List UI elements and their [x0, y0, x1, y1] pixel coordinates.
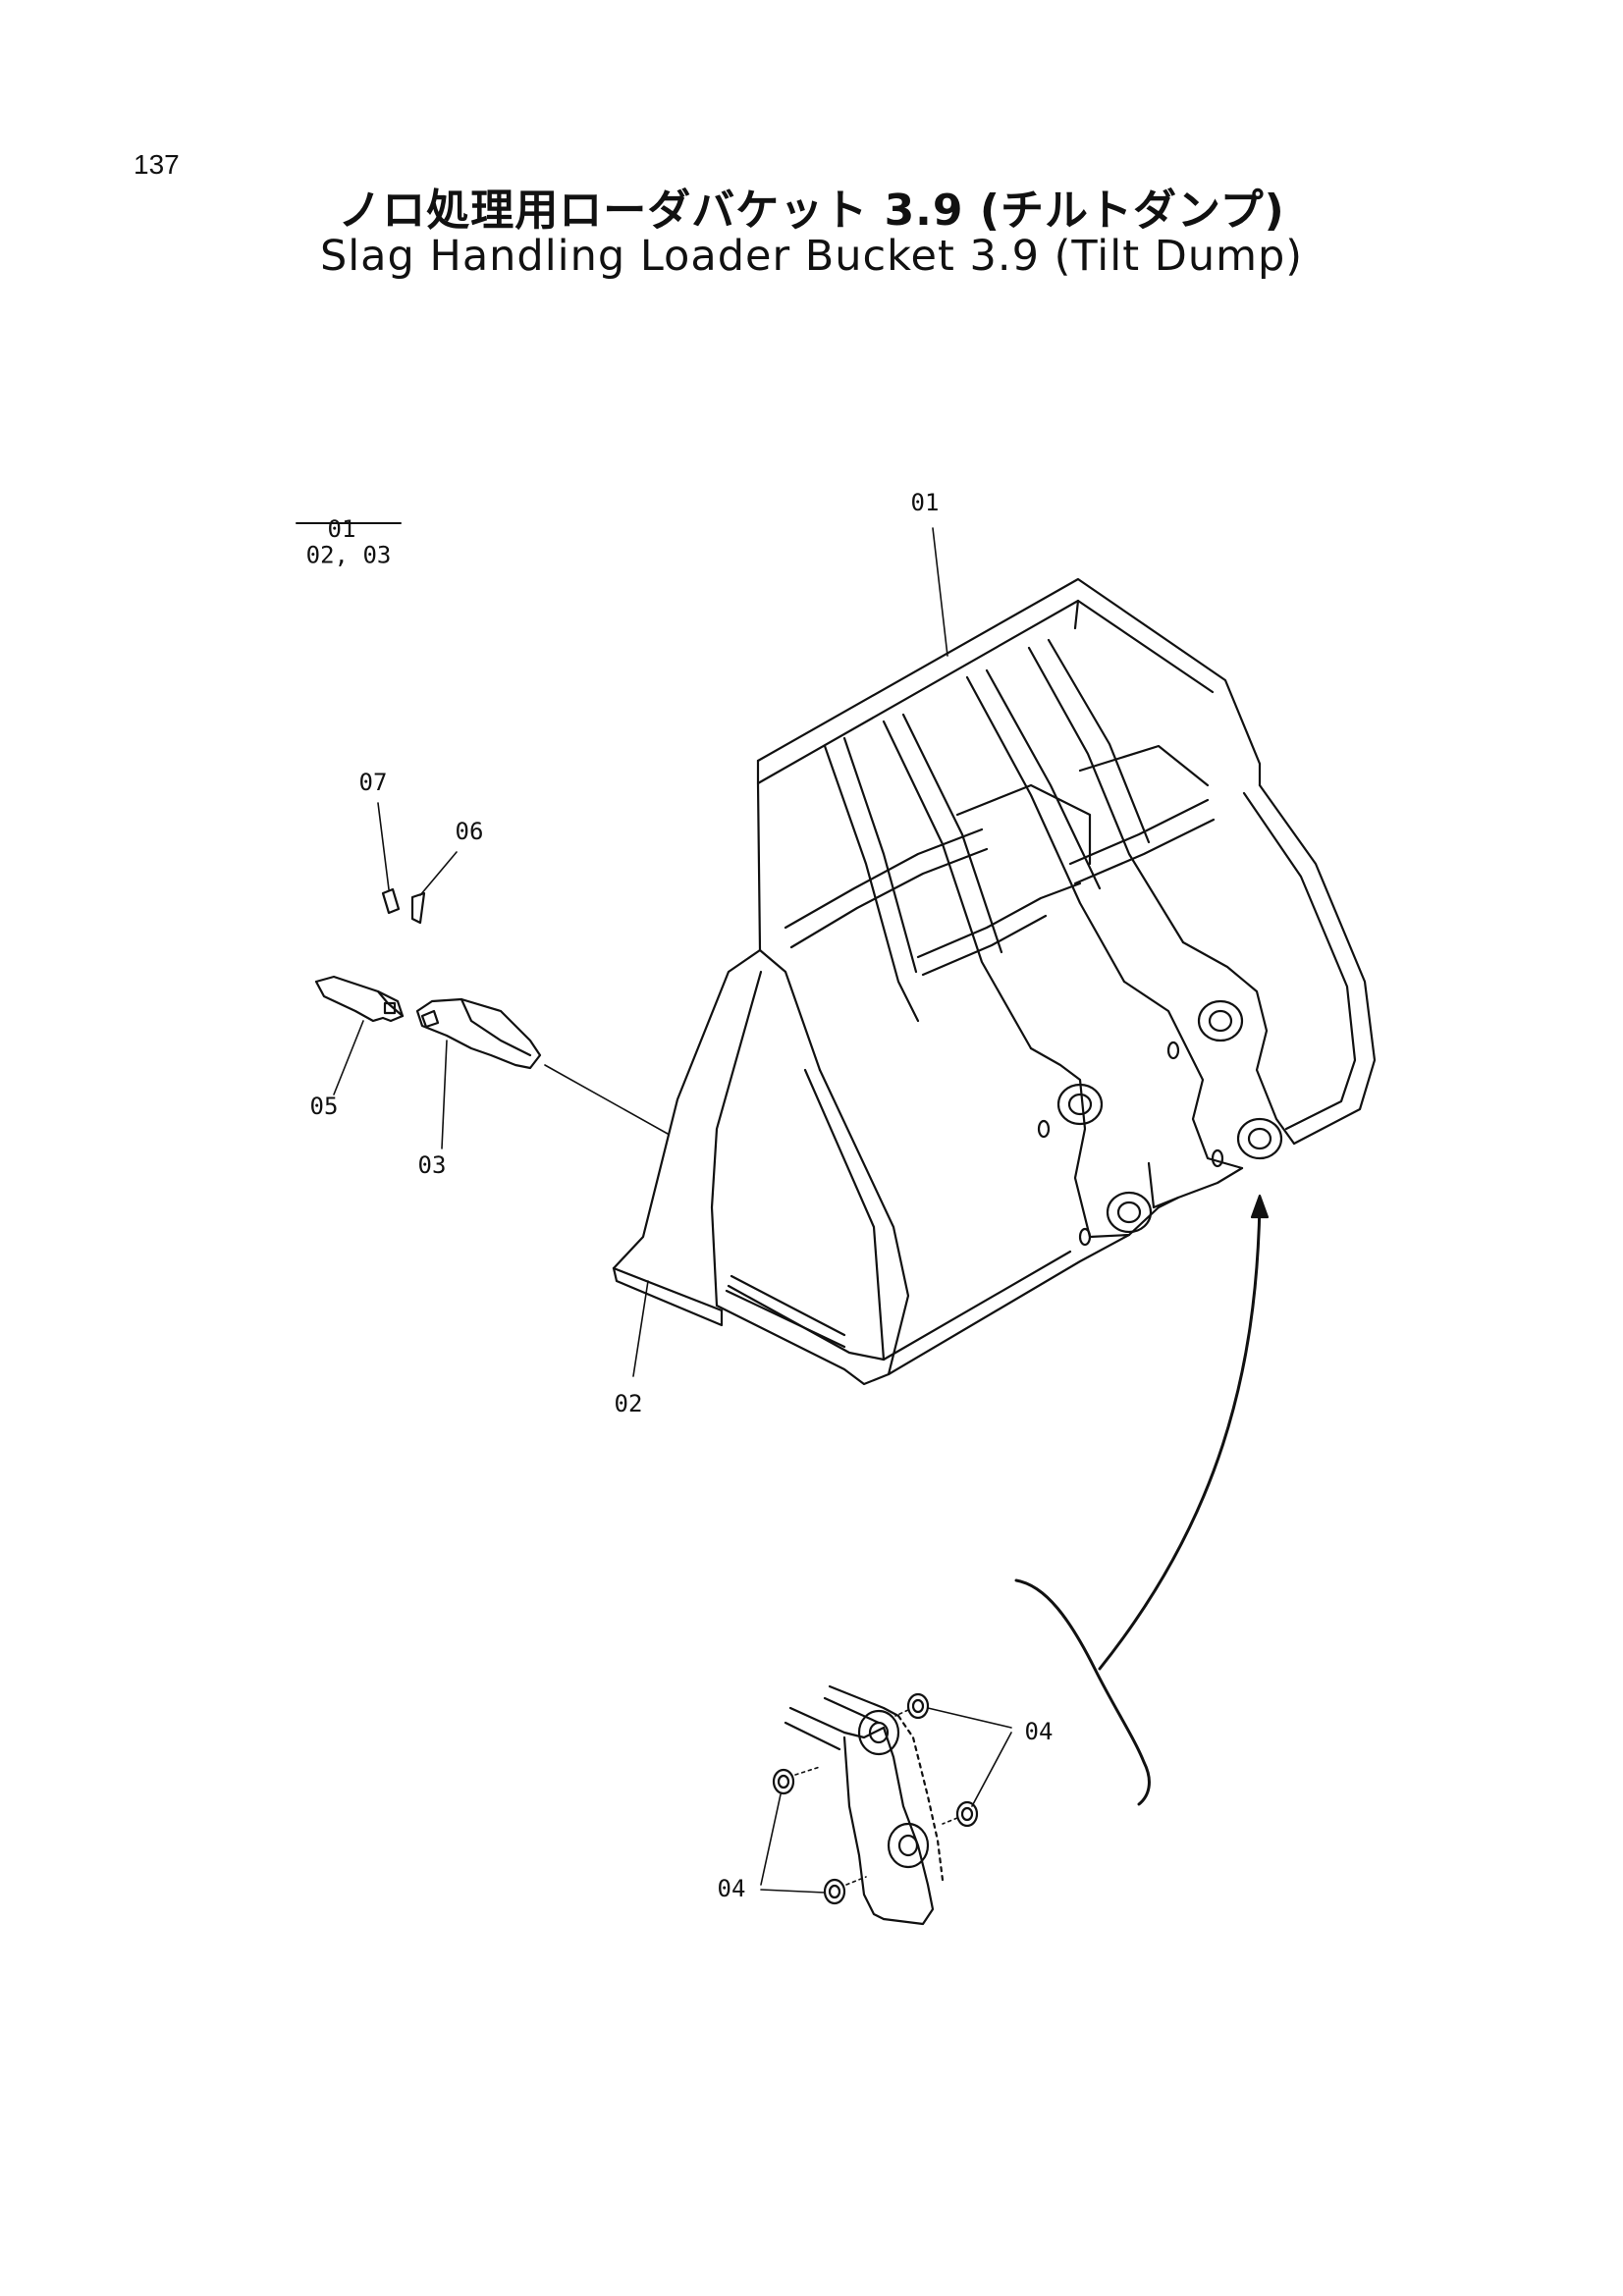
part-label-02: 02 [615, 1390, 643, 1417]
part-03-adapter: 03 [415, 997, 542, 1179]
adapter-leader-line [544, 1064, 669, 1135]
part-05-tooth: 05 [310, 975, 405, 1120]
callout-04-left: 04 [718, 1793, 826, 1902]
assembly-ref-bottom: 02, 03 [306, 542, 392, 569]
part-label-06: 06 [456, 818, 484, 845]
part-07-pin: 07 [359, 769, 401, 915]
hinge-detail [772, 1684, 979, 1926]
detail-arrow [1014, 1194, 1270, 1806]
part-label-04-left: 04 [718, 1875, 746, 1902]
part-06-lock: 06 [410, 818, 484, 925]
callout-02: 02 [615, 1280, 649, 1417]
part-label-05: 05 [310, 1093, 339, 1120]
assembly-ref-top: 01 [328, 515, 356, 543]
title-japanese: ノロ処理用ローダバケット 3.9 (チルトダンプ) [338, 186, 1285, 236]
title-english: Slag Handling Loader Bucket 3.9 (Tilt Du… [319, 232, 1304, 281]
callout-04-right: 04 [927, 1707, 1054, 1807]
callout-01: 01 [911, 489, 948, 657]
part-label-04-right: 04 [1025, 1718, 1054, 1745]
part-label-01: 01 [911, 489, 940, 516]
part-label-03: 03 [418, 1151, 447, 1179]
assembly-reference: 01 02, 03 [296, 515, 402, 569]
bucket-body [612, 577, 1377, 1386]
part-label-07: 07 [359, 769, 388, 796]
page-number: 137 [134, 149, 180, 180]
